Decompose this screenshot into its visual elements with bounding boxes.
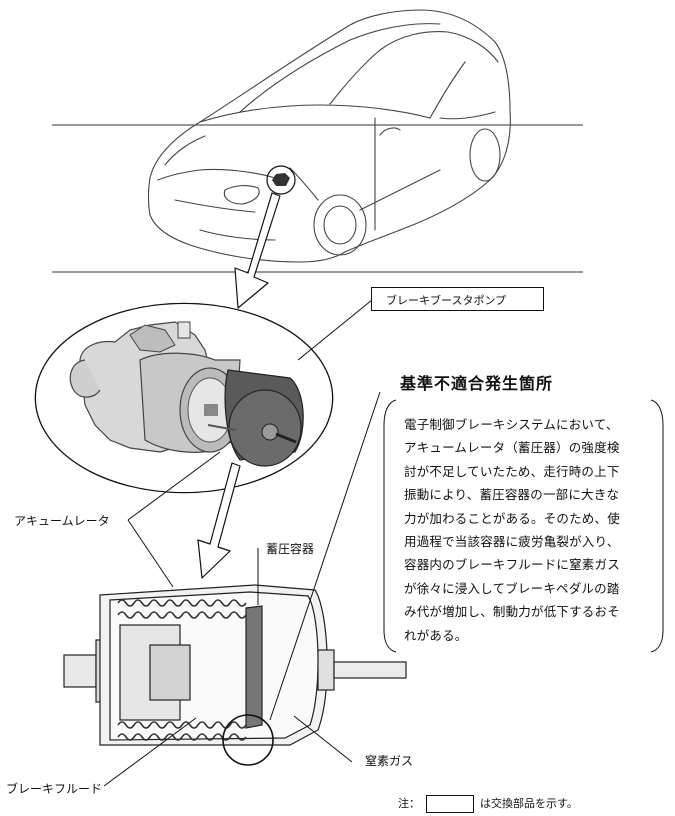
description-line: 用過程で当該容器に疲労亀裂が入り、 — [404, 534, 620, 550]
accumulator-label: アキュームレータ — [14, 514, 110, 528]
description-bracket — [383, 399, 664, 653]
description-line: アキュームレータ（蓄圧器）の強度検 — [404, 440, 620, 456]
description-line: 容器内のブレーキフルードに窒素ガス — [404, 557, 620, 573]
pump-label-box: ブレーキブースタポンプ — [371, 287, 544, 311]
car-location-circle — [266, 165, 296, 195]
pump-photo — [36, 304, 332, 492]
pump-label: ブレーキブースタポンプ — [386, 294, 507, 307]
replacement-part-legend-box — [426, 795, 474, 813]
legend-note: 注： は交換部品を示す。 — [398, 795, 578, 813]
nitrogen-label: 窒素ガス — [365, 754, 414, 768]
note-prefix: 注： — [398, 797, 420, 810]
car-illustration — [147, 9, 511, 263]
accumulator-section — [63, 584, 407, 746]
arrow-car-to-pump — [234, 192, 281, 309]
description-line: 電子制御ブレーキシステムにおいて、 — [404, 417, 619, 432]
nonconformity-heading: 基準不適合発生箇所 — [400, 374, 554, 393]
crack-location-circle — [222, 714, 274, 766]
description-line: が徐々に浸入してブレーキペダルの踏 — [404, 580, 620, 596]
note-suffix: は交換部品を示す。 — [480, 797, 578, 810]
fluid-label: ブレーキフルード — [6, 782, 103, 796]
leader-lines — [103, 391, 381, 787]
description-line: れがある。 — [404, 627, 468, 643]
arrow-pump-to-section — [197, 462, 241, 579]
description-line: 討が不足していたため、走行時の上下 — [404, 463, 620, 479]
description-line: 振動により、蓄圧容器の一部に大きな — [404, 487, 620, 503]
description-text: 電子制御ブレーキシステムにおいて、 アキュームレータ（蓄圧器）の強度検 討が不足… — [404, 413, 652, 647]
description-line: 力が加わることがある。そのため、使 — [404, 510, 620, 526]
description-line: み代が増加し、制動力が低下するおそ — [404, 604, 620, 620]
pump-leader-line — [297, 299, 373, 361]
container-label: 蓄圧容器 — [266, 542, 315, 556]
